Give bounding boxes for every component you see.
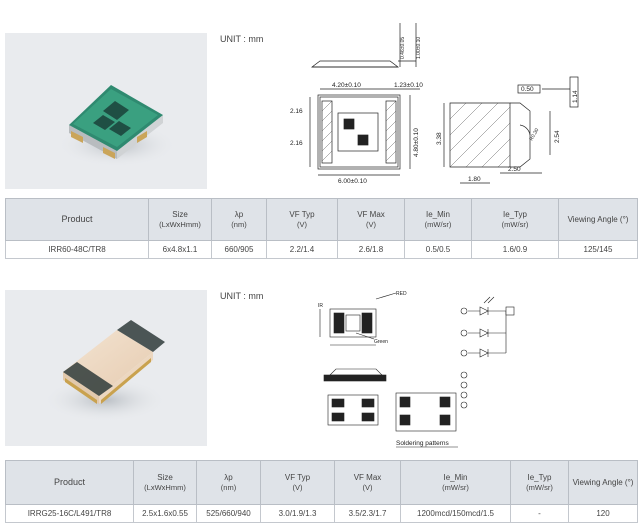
header-ie-typ: Ie_Typ(mW/sr) — [510, 460, 569, 505]
product1-photo — [5, 33, 207, 189]
header-size: Size(LxWxHmm) — [148, 198, 212, 241]
header-vf-max: VF Max(V) — [334, 460, 401, 505]
header-lambda: λp(nm) — [211, 198, 267, 241]
cell-ie-min: 0.5/0.5 — [404, 240, 472, 259]
table-row: IRRG25-16C/L491/TR8 2.5x1.6x0.55 525/660… — [5, 504, 638, 523]
spec-table-1: Product Size(LxWxHmm) λp(nm) VF Typ(V) V… — [5, 198, 638, 259]
dim-d14: 2.50 — [508, 166, 521, 173]
header-ie-min: Ie_Min(mW/sr) — [400, 460, 511, 505]
table-row: IRR60-48C/TR8 6x4.8x1.1 660/905 2.2/1.4 … — [5, 240, 638, 259]
dim-d13: R0.30 — [529, 127, 541, 142]
dim-d15: 1.80 — [468, 176, 481, 183]
header-lambda: λp(nm) — [196, 460, 261, 505]
header-size: Size(LxWxHmm) — [133, 460, 197, 505]
cell-lambda: 660/905 — [211, 240, 267, 259]
header-vf-max: VF Max(V) — [337, 198, 405, 241]
dim-d3: 4.20±0.10 — [332, 82, 361, 89]
cell-vf-typ: 2.2/1.4 — [266, 240, 338, 259]
cell-lambda: 525/660/940 — [196, 504, 261, 523]
header-ie-min: Ie_Min(mW/sr) — [404, 198, 472, 241]
dim-d11: 3.38 — [436, 132, 443, 145]
label-green: Green — [374, 339, 388, 345]
led-package-image — [43, 320, 167, 422]
header-product: Product — [5, 198, 149, 241]
outline-drawing-2: RED IR Green Soldering patterns — [318, 291, 515, 448]
label-ir: IR — [318, 303, 323, 309]
cell-size: 2.5x1.6x0.55 — [133, 504, 197, 523]
cell-viewing-angle: 120 — [568, 504, 638, 523]
led-package-image — [57, 85, 177, 167]
dim-d5: 2.16 — [290, 108, 303, 115]
dim-d8: 6.00±0.10 — [338, 178, 367, 185]
header-vf-typ: VF Typ(V) — [260, 460, 335, 505]
header-product: Product — [5, 460, 134, 505]
cell-product: IRR60-48C/TR8 — [5, 240, 149, 259]
label-red: RED — [396, 291, 407, 297]
cell-size: 6x4.8x1.1 — [148, 240, 212, 259]
dim-d4: 1.23±0.10 — [394, 82, 423, 89]
cell-viewing-angle: 125/145 — [558, 240, 638, 259]
unit-label-2: UNIT : mm — [220, 291, 264, 301]
dim-d6: 2.16 — [290, 140, 303, 147]
dim-d7: 4.80±0.10 — [413, 128, 420, 157]
dim-d10: 1.14 — [572, 90, 579, 103]
cell-product: IRRG25-16C/L491/TR8 — [5, 504, 134, 523]
dim-d9: 0.50 — [521, 86, 534, 93]
header-viewing-angle: Viewing Angle (°) — [558, 198, 638, 241]
header-ie-typ: Ie_Typ(mW/sr) — [471, 198, 559, 241]
header-viewing-angle: Viewing Angle (°) — [568, 460, 638, 505]
cell-ie-min: 1200mcd/150mcd/1.5 — [400, 504, 511, 523]
cell-ie-typ: - — [510, 504, 569, 523]
header-vf-typ: VF Typ(V) — [266, 198, 338, 241]
cell-vf-max: 2.6/1.8 — [337, 240, 405, 259]
cell-vf-max: 3.5/2.3/1.7 — [334, 504, 401, 523]
outline-drawing-1: 0.46±0.05 1.00±0.10 4.20±0.10 1.23±0.10 … — [290, 23, 579, 185]
label-soldering: Soldering patterns — [396, 440, 450, 447]
dim-d1: 0.46±0.05 — [400, 37, 406, 59]
spec-table-2: Product Size(LxWxHmm) λp(nm) VF Typ(V) V… — [5, 460, 638, 523]
product2-photo — [5, 290, 207, 446]
dim-d2: 1.00±0.10 — [416, 37, 422, 59]
unit-label-1: UNIT : mm — [220, 34, 264, 44]
cell-ie-typ: 1.6/0.9 — [471, 240, 559, 259]
dim-d12: 2.54 — [554, 130, 561, 143]
cell-vf-typ: 3.0/1.9/1.3 — [260, 504, 335, 523]
